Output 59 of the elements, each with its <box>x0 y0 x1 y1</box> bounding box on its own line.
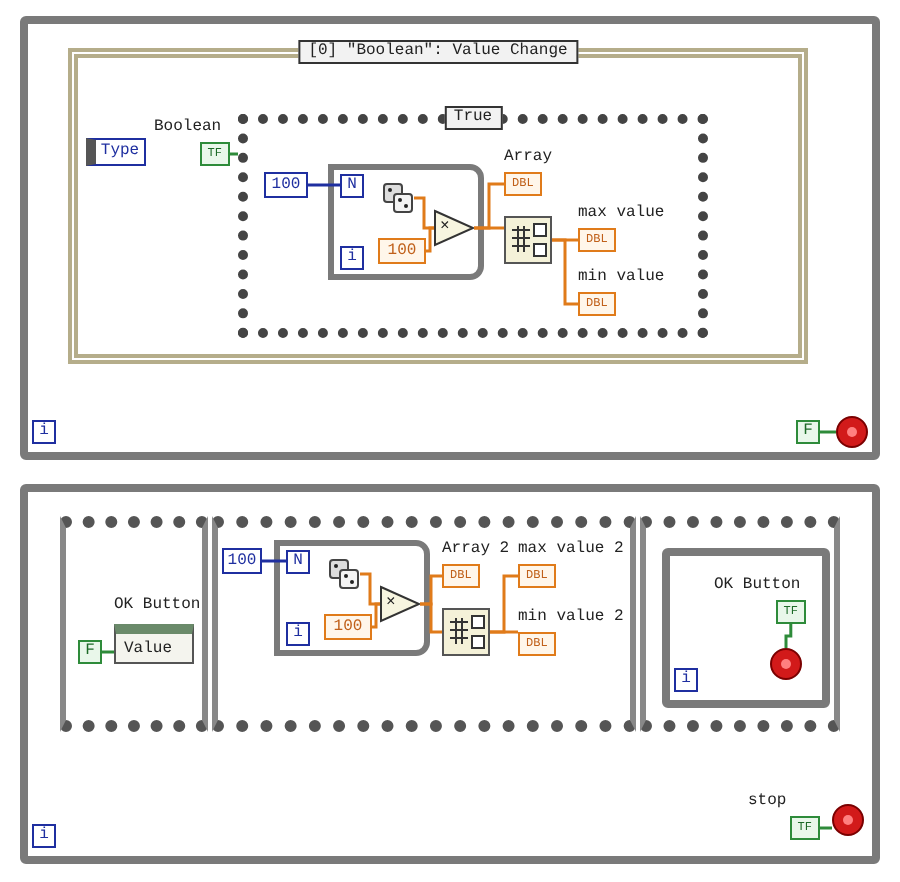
terminal-label: OK Button <box>114 596 201 616</box>
stop-icon <box>836 416 868 448</box>
wire <box>474 226 504 230</box>
wire <box>490 630 518 634</box>
numeric-constant: 100 <box>222 548 262 574</box>
sequence-frame <box>640 516 840 732</box>
while-loop-frame <box>20 484 880 864</box>
wire <box>420 602 442 634</box>
for-loop-frame <box>328 164 484 280</box>
dice-icon <box>382 182 414 214</box>
numeric-constant: i <box>340 246 364 270</box>
array-max-min-icon <box>504 216 552 264</box>
terminal-label: stop <box>748 792 787 812</box>
terminal-label: Array <box>504 148 553 168</box>
operator-symbol: × <box>386 594 396 614</box>
stop-icon <box>832 804 864 836</box>
dice-icon <box>328 558 360 590</box>
case-selector-label: True <box>443 106 503 130</box>
numeric-constant: i <box>286 622 310 646</box>
terminal-label: OK Button <box>714 576 801 596</box>
numeric-constant: i <box>32 420 56 444</box>
boolean-terminal: F <box>796 420 820 444</box>
case-selector-label: [0] "Boolean": Value Change <box>298 40 578 64</box>
numeric-indicator: 100 <box>378 238 426 264</box>
wire <box>426 226 434 253</box>
terminal-label: max value <box>578 204 665 224</box>
operator-symbol: × <box>440 218 450 238</box>
terminal-label: min value 2 <box>518 608 624 628</box>
wire <box>372 602 380 629</box>
wire <box>308 183 340 187</box>
numeric-constant: N <box>286 550 310 574</box>
while-loop-frame <box>20 16 880 460</box>
wire <box>820 826 832 830</box>
numeric-indicator: 100 <box>324 614 372 640</box>
numeric-constant: 100 <box>264 172 308 198</box>
wire <box>784 624 793 648</box>
stop-icon <box>770 648 802 680</box>
terminal-label: min value <box>578 268 665 288</box>
wire <box>820 430 836 434</box>
wire <box>102 650 114 654</box>
terminal-label: max value 2 <box>518 540 624 560</box>
wire <box>262 559 286 563</box>
for-loop-frame <box>274 540 430 656</box>
event-data-terminal: Type <box>86 138 146 166</box>
wire <box>230 152 238 156</box>
array-max-min-icon <box>442 608 490 656</box>
wire <box>360 572 380 606</box>
property-node: Value <box>114 624 194 664</box>
wire <box>552 238 578 306</box>
sequence-frame <box>212 516 636 732</box>
boolean-terminal: F <box>78 640 102 664</box>
terminal-label: Boolean <box>154 118 222 138</box>
while-loop-frame <box>662 548 830 708</box>
wire <box>414 196 434 230</box>
numeric-constant: i <box>674 668 698 692</box>
sequence-frame <box>60 516 208 732</box>
terminal-label: Array 2 <box>442 540 510 560</box>
numeric-constant: N <box>340 174 364 198</box>
numeric-constant: i <box>32 824 56 848</box>
